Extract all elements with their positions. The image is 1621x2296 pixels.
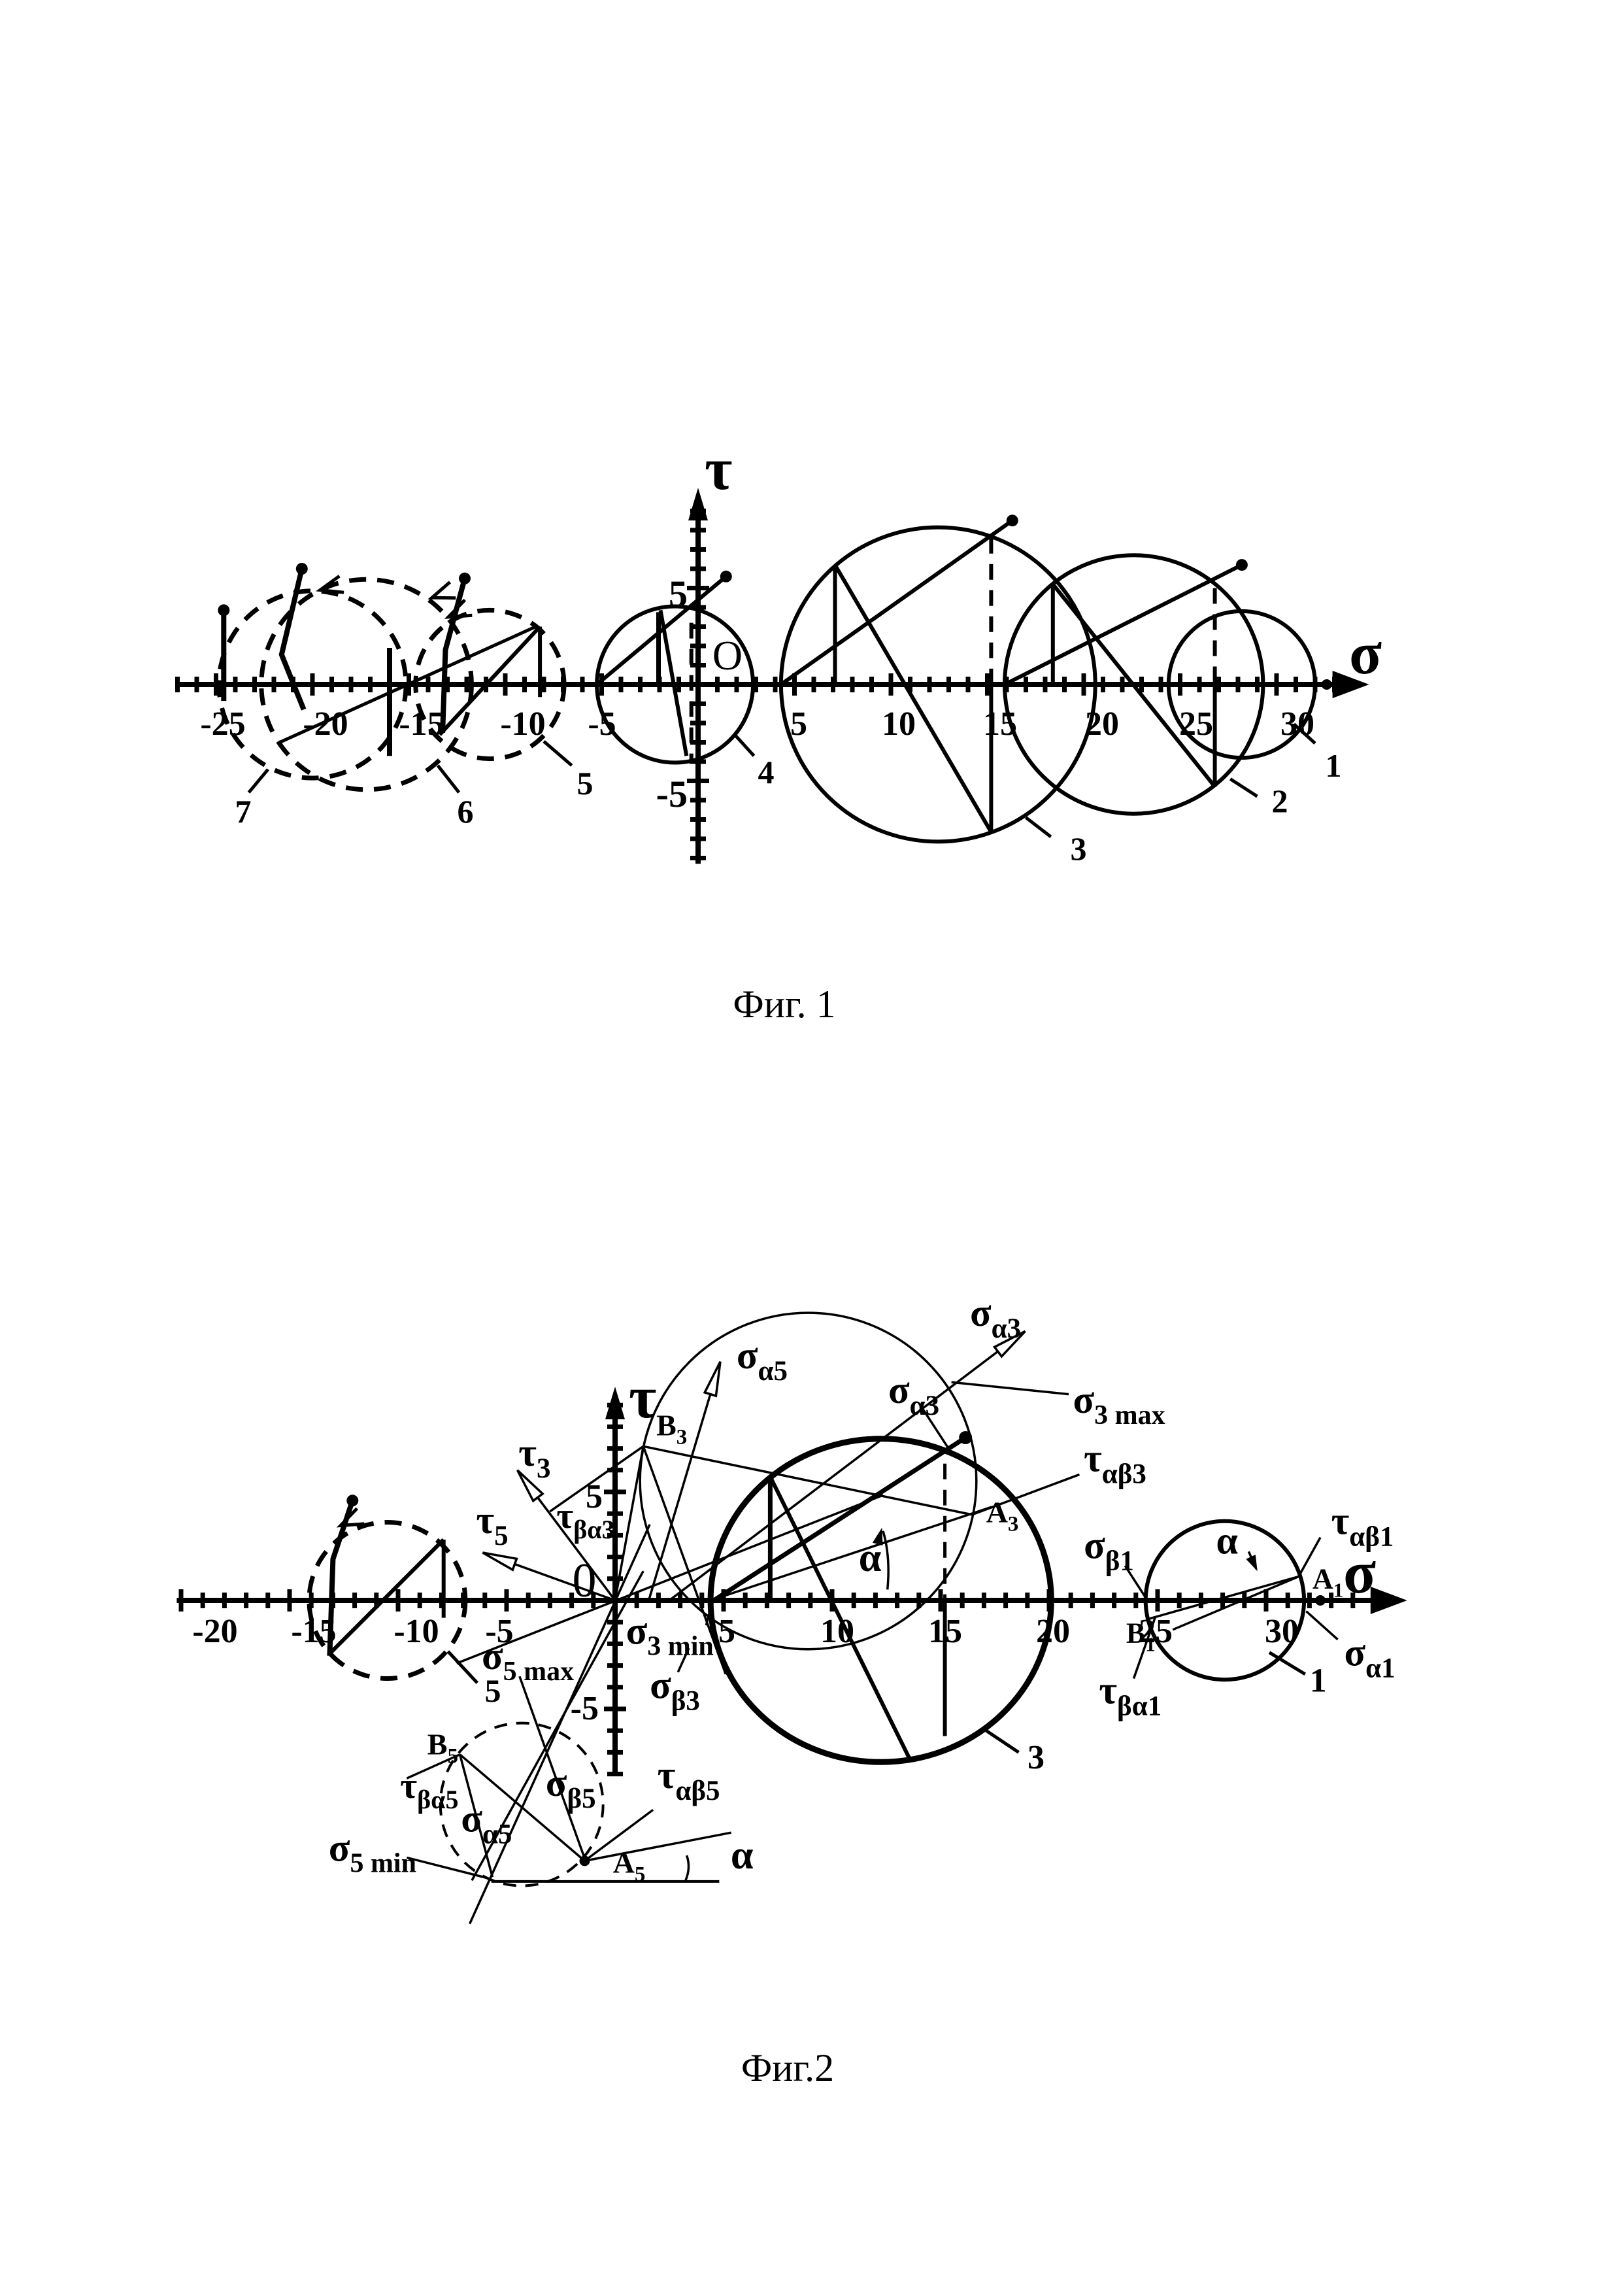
svg-text:α: α [1216, 1519, 1238, 1562]
svg-text:5: 5 [485, 1672, 501, 1709]
svg-text:τ: τ [705, 435, 732, 502]
svg-text:-20: -20 [303, 705, 348, 743]
svg-text:ταβ3: ταβ3 [1084, 1437, 1146, 1490]
svg-text:-20: -20 [192, 1613, 237, 1650]
svg-text:1: 1 [1326, 747, 1342, 784]
svg-text:2: 2 [1272, 783, 1288, 819]
svg-text:-5: -5 [656, 773, 688, 815]
svg-text:25: 25 [1179, 705, 1213, 743]
svg-text:-10: -10 [393, 1613, 439, 1650]
svg-text:4: 4 [758, 754, 775, 790]
svg-text:1: 1 [1310, 1662, 1327, 1699]
svg-text:7: 7 [235, 793, 252, 830]
svg-text:σ: σ [1349, 620, 1382, 686]
svg-text:30: 30 [1265, 1613, 1299, 1650]
svg-text:-10: -10 [500, 705, 545, 743]
svg-text:3: 3 [1071, 830, 1087, 867]
svg-text:Фиг.2: Фиг.2 [741, 2046, 834, 2089]
svg-text:α: α [731, 1833, 754, 1878]
svg-text:σ: σ [1343, 1539, 1376, 1606]
svg-text:10: 10 [882, 705, 916, 743]
svg-text:0: 0 [573, 1554, 597, 1608]
svg-text:5: 5 [790, 705, 807, 743]
svg-text:3: 3 [1028, 1739, 1044, 1776]
svg-text:6: 6 [458, 793, 474, 830]
svg-text:5: 5 [577, 765, 593, 802]
svg-text:Фиг. 1: Фиг. 1 [733, 983, 835, 1026]
